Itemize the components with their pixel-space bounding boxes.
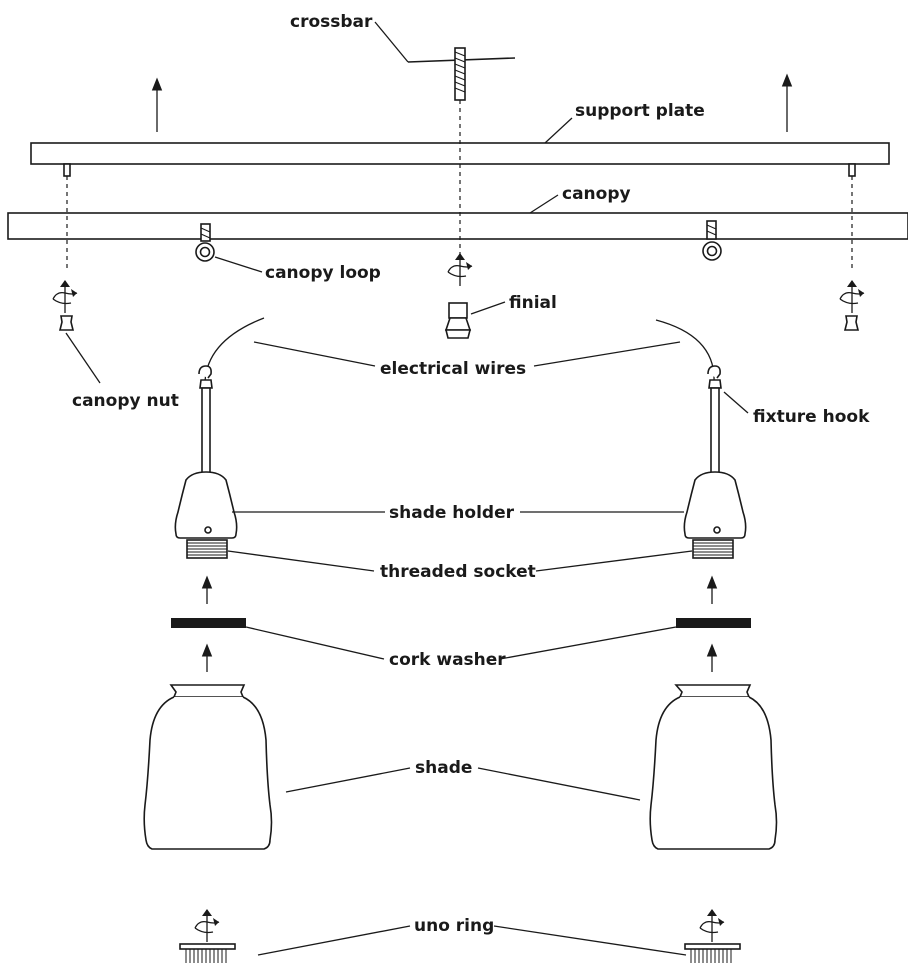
- fixture-stem-right: [710, 387, 720, 481]
- shade-right: [649, 684, 778, 850]
- support-plate: [30, 142, 890, 165]
- crossbar-leader: [374, 21, 409, 63]
- fixture-hook-label: fixture hook: [753, 407, 870, 427]
- rotate-icon-right-nut: [839, 279, 865, 314]
- cork-washer-label: cork washer: [389, 650, 506, 670]
- canopy-nut-label: canopy nut: [72, 391, 179, 411]
- wire-right: [655, 319, 715, 383]
- stud-left: [63, 163, 71, 177]
- support-plate-leader: [544, 117, 573, 144]
- canopy-loop-leader: [214, 256, 263, 273]
- shade-holder-left: [174, 471, 238, 539]
- fixture-hook-leader: [723, 391, 749, 414]
- electrical-wires-leader-right: [533, 341, 681, 367]
- crossbar-label: crossbar: [290, 12, 373, 32]
- cork-washer-left: [171, 618, 246, 628]
- shade-leader-left: [285, 767, 411, 793]
- finial-label: finial: [509, 293, 557, 313]
- electrical-wires-leader-left: [253, 341, 376, 367]
- rotate-icon-uno-left: [194, 908, 220, 943]
- canopy-loop-left: [195, 223, 215, 262]
- shade-holder-label: shade holder: [389, 503, 515, 523]
- shade-leader-right: [477, 767, 641, 801]
- canopy-loop-right: [702, 220, 722, 261]
- stud-right: [848, 163, 856, 177]
- canopy-nut-right: [843, 315, 860, 331]
- cork-washer-right: [676, 618, 751, 628]
- uno-ring-right: [684, 943, 741, 963]
- rotate-icon-uno-right: [699, 908, 725, 943]
- threaded-socket-label: threaded socket: [380, 562, 536, 582]
- fixture-stem-left: [201, 387, 211, 481]
- shade-label: shade: [415, 758, 472, 778]
- uno-ring-left: [179, 943, 236, 963]
- shade-holder-right: [683, 471, 747, 539]
- canopy: [7, 212, 908, 240]
- uno-ring-label: uno ring: [414, 916, 494, 936]
- cork-washer-leader-left: [245, 626, 385, 660]
- canopy-nut-left: [58, 315, 75, 331]
- finial-part: [444, 302, 472, 339]
- uno-ring-leader-left: [257, 925, 411, 956]
- canopy-leader: [529, 194, 559, 214]
- fixture-left: [174, 317, 265, 559]
- canopy-loop-label: canopy loop: [265, 263, 381, 283]
- fixture-hook-left: [198, 365, 212, 379]
- shade-left: [143, 684, 273, 850]
- support-plate-label: support plate: [575, 101, 705, 121]
- canopy-nut-leader: [65, 332, 101, 384]
- electrical-wires-label: electrical wires: [380, 359, 526, 379]
- fixture-hook-right: [707, 365, 721, 379]
- rotate-icon-left-nut: [52, 279, 78, 314]
- threaded-socket-leader-left: [227, 550, 375, 572]
- finial-leader: [470, 301, 506, 315]
- canopy-label: canopy: [562, 184, 631, 204]
- uno-ring-leader-right: [493, 925, 687, 956]
- cork-washer-leader-right: [499, 626, 677, 660]
- crossbar-part: [407, 47, 516, 101]
- fixture-right: [655, 319, 747, 559]
- threaded-socket-leader-right: [535, 550, 693, 572]
- rotate-icon-finial: [447, 252, 473, 287]
- wire-left: [204, 317, 265, 383]
